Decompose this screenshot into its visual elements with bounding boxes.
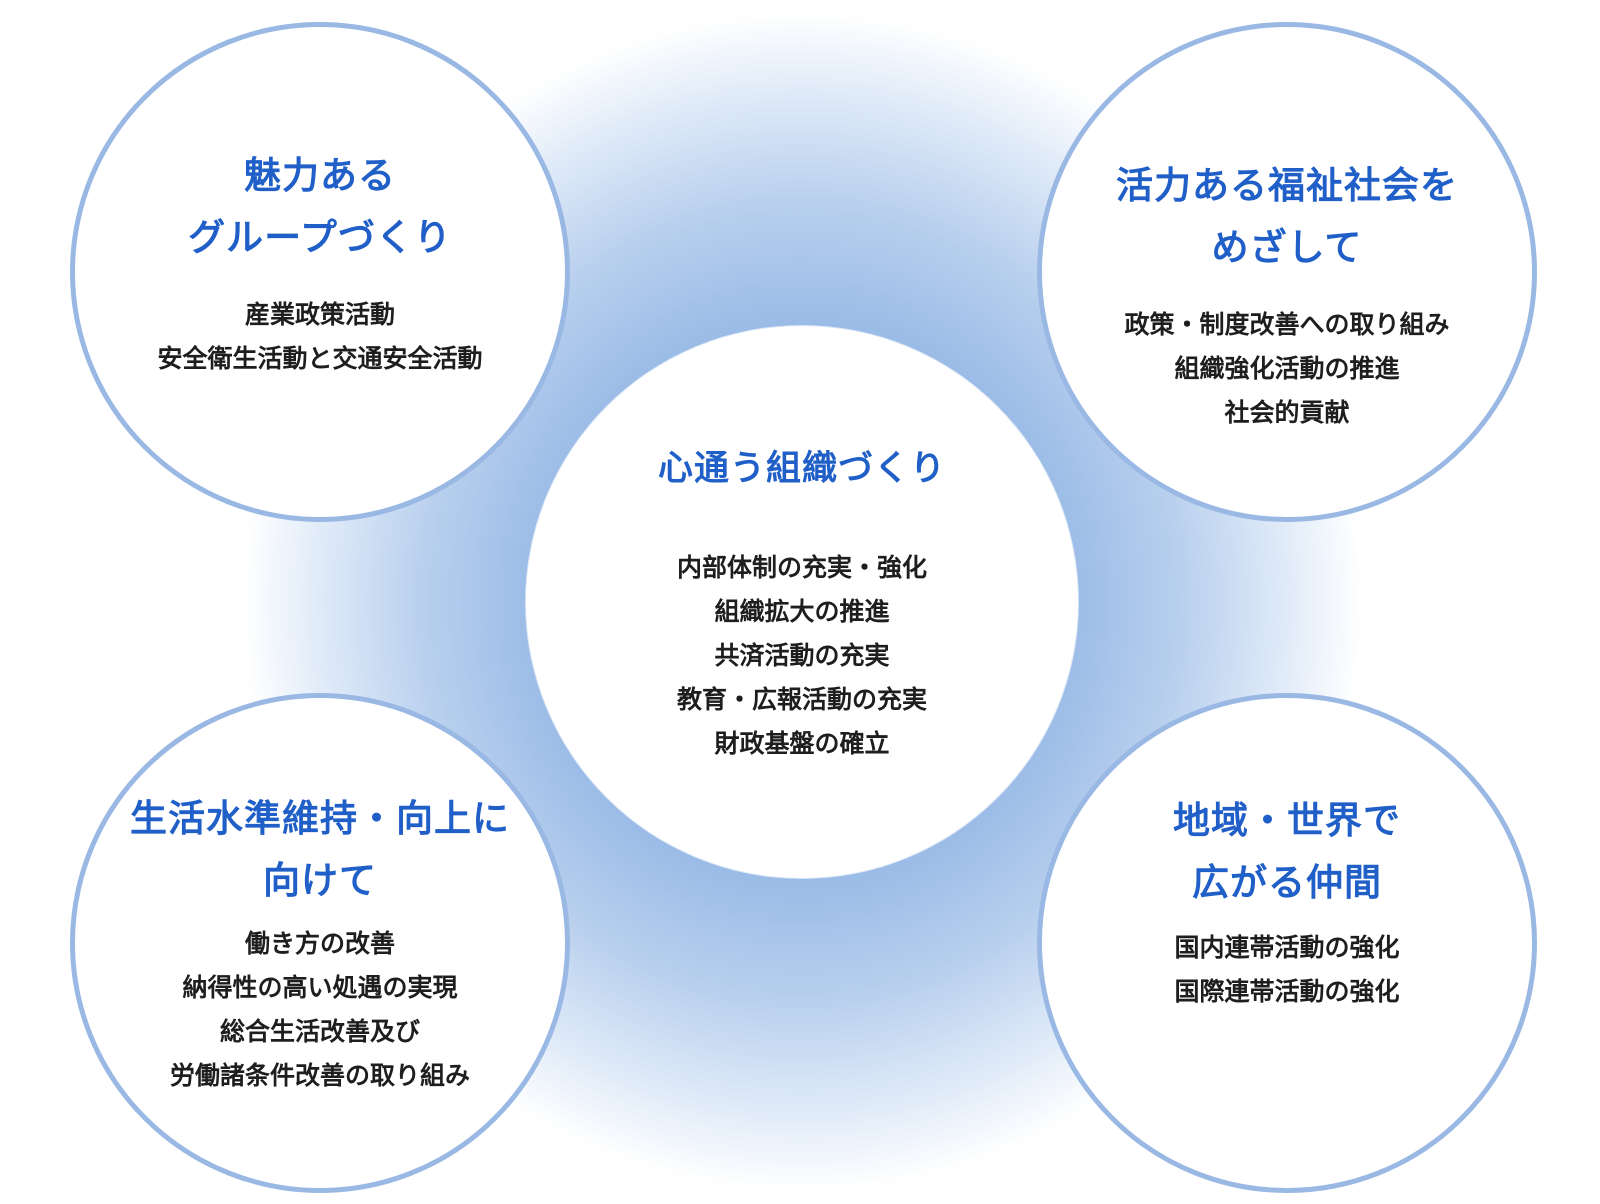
circle-living-standard: 生活水準維持・向上に 向けて 働き方の改善 納得性の高い処遇の実現 総合生活改善… [70,693,570,1193]
circle-items: 政策・制度改善への取り組み 組織強化活動の推進 社会的貢献 [1042,303,1532,435]
circle-title: 地域・世界で 広がる仲間 [1042,790,1532,914]
title-line: 活力ある福祉社会を [1116,164,1458,207]
title-line: めざして [1211,226,1363,269]
list-item: 内部体制の充実・強化 [676,553,927,582]
list-item: 国際連帯活動の強化 [1174,977,1400,1006]
list-item: 政策・制度改善への取り組み [1124,310,1450,339]
title-line: 魅力ある [244,154,396,197]
title-line: 広がる仲間 [1192,861,1382,904]
list-item: 総合生活改善及び [219,1017,420,1046]
list-item: 働き方の改善 [244,929,395,958]
list-item: 組織強化活動の推進 [1174,354,1400,383]
list-item: 国内連帯活動の強化 [1174,933,1400,962]
list-item: 共済活動の充実 [714,641,890,670]
list-item: 産業政策活動 [244,300,395,329]
circle-attractive-group: 魅力ある グループづくり 産業政策活動 安全衛生活動と交通安全活動 [70,22,570,522]
list-item: 納得性の高い処遇の実現 [182,973,458,1002]
circle-regional-global: 地域・世界で 広がる仲間 国内連帯活動の強化 国際連帯活動の強化 [1037,693,1537,1193]
center-items: 内部体制の充実・強化 組織拡大の推進 共済活動の充実 教育・広報活動の充実 財政… [526,546,1078,766]
list-item: 社会的貢献 [1224,398,1350,427]
circle-items: 産業政策活動 安全衛生活動と交通安全活動 [75,293,565,381]
title-line: 心通う組織づくり [657,449,946,489]
title-line: 生活水準維持・向上に [130,797,510,840]
title-line: グループづくり [188,216,452,259]
circle-welfare-society: 活力ある福祉社会を めざして 政策・制度改善への取り組み 組織強化活動の推進 社… [1037,22,1537,522]
circle-title: 生活水準維持・向上に 向けて [75,788,565,912]
circle-title: 活力ある福祉社会を めざして [1042,155,1532,279]
title-line: 向けて [263,859,377,902]
list-item: 教育・広報活動の充実 [676,685,927,714]
list-item: 財政基盤の確立 [714,729,890,758]
list-item: 労働諸条件改善の取り組み [169,1061,470,1090]
list-item: 安全衛生活動と交通安全活動 [157,344,483,373]
circle-items: 働き方の改善 納得性の高い処遇の実現 総合生活改善及び 労働諸条件改善の取り組み [75,922,565,1098]
list-item: 組織拡大の推進 [714,597,890,626]
title-line: 地域・世界で [1173,799,1401,842]
circle-items: 国内連帯活動の強化 国際連帯活動の強化 [1042,926,1532,1014]
circle-center-organization: 心通う組織づくり 内部体制の充実・強化 組織拡大の推進 共済活動の充実 教育・広… [526,326,1078,878]
center-title: 心通う組織づくり [526,438,1078,500]
circle-title: 魅力ある グループづくり [75,145,565,269]
